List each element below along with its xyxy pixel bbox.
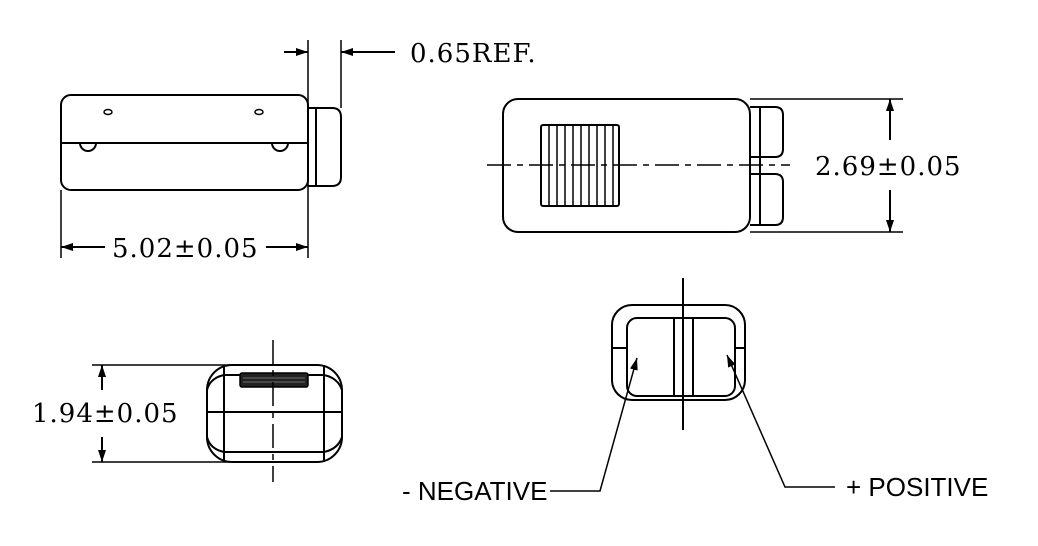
top-view: 2.69±0.05 [487, 98, 962, 233]
side-view: 0.65REF. 5.02±0.05 [60, 39, 537, 264]
height-dimension: 1.94±0.05 [32, 399, 179, 429]
ref-width-dimension: 0.65REF. [410, 39, 537, 69]
negative-label: - NEGATIVE [402, 476, 547, 506]
width-dimension: 2.69±0.05 [815, 152, 962, 182]
end-view: - NEGATIVE + POSITIVE [402, 278, 988, 506]
front-view: 1.94±0.05 [32, 340, 343, 482]
positive-label: + POSITIVE [846, 472, 988, 502]
length-dimension: 5.02±0.05 [112, 234, 259, 264]
